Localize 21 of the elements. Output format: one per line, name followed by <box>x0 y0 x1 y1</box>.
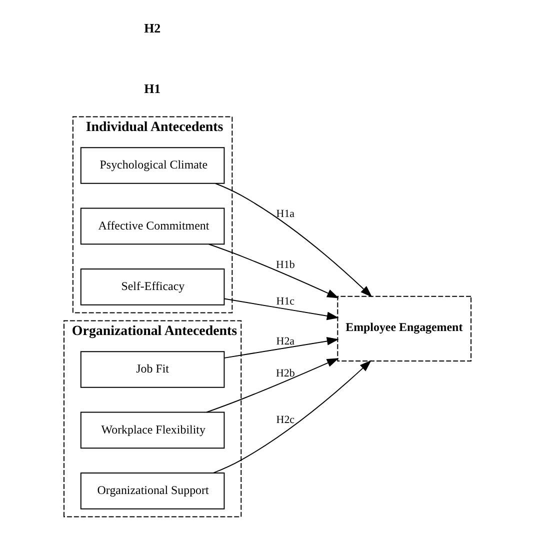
edge-label: H2b <box>275 367 294 380</box>
edge-label: H2c <box>276 414 294 426</box>
node-box: Self-Efficacy <box>80 268 224 306</box>
arrow <box>223 298 338 320</box>
arrow <box>212 360 372 474</box>
node-box: Workplace Flexibility <box>80 412 224 449</box>
node-box: Psychological Climate <box>80 147 224 184</box>
edge-label: H2a <box>276 335 294 348</box>
arrow <box>214 183 372 298</box>
node-box: Employee Engagement <box>336 296 472 362</box>
label: H1 <box>144 81 160 96</box>
arrow <box>208 244 338 298</box>
arrow <box>223 337 338 358</box>
node-box: Organizational Support <box>80 472 224 510</box>
node-box: Affective Commitment <box>80 208 224 245</box>
edge-label: H1b <box>275 258 294 271</box>
edge-label: H1a <box>276 208 294 220</box>
node-box: Job Fit <box>80 351 224 388</box>
arrow <box>206 358 338 413</box>
edge-label: H1c <box>276 296 294 308</box>
label: H2 <box>144 20 160 36</box>
